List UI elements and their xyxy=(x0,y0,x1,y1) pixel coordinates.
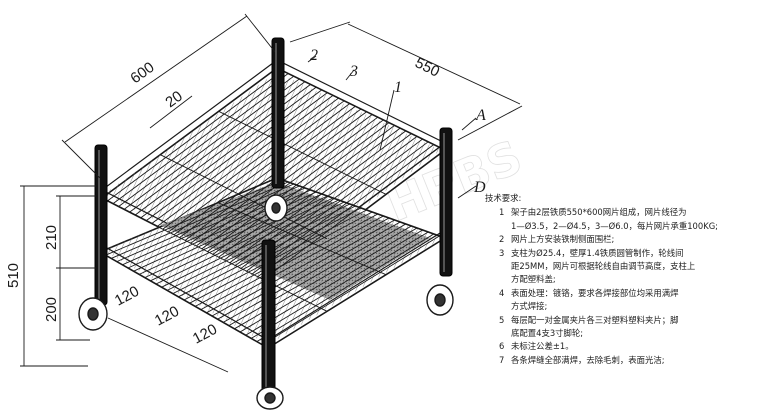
notes-title: 技术要求: xyxy=(485,193,522,203)
note-line: 5 每层配一对金属夹片各三对塑料塑料夹片；脚 xyxy=(485,314,775,327)
note-text: 表面处理：镀铬，要求各焊接部位均采用满焊 xyxy=(511,287,679,298)
bottom-shelf-cross-wires xyxy=(158,202,387,312)
note-line: 3 支柱为Ø25.4，壁厚1.4铁质圆管制作，轮线间 xyxy=(485,247,775,260)
note-line: 2 网片上方安装铁制侧面围栏; xyxy=(485,233,775,246)
dim-200: 200 xyxy=(43,297,60,322)
note-text: 支柱为Ø25.4，壁厚1.4铁质圆管制作，轮线间 xyxy=(511,247,684,258)
caster-front-left xyxy=(78,297,108,331)
note-line: 1—Ø3.5，2—Ø4.5，3—Ø6.0，每片网片承重100KG; xyxy=(485,220,775,233)
note-line: 7 各条焊缝全部满焊，去除毛刺，表面光洁; xyxy=(485,354,775,367)
note-number: 3 xyxy=(499,247,505,258)
posts xyxy=(94,37,453,393)
casters xyxy=(78,194,454,410)
part-label-a: A xyxy=(475,107,486,124)
dim-120-a: 120 xyxy=(112,283,142,310)
post-back-right xyxy=(439,127,453,277)
post-front-right xyxy=(261,239,276,393)
note-line: 方配塑料盖; xyxy=(485,273,775,286)
notes-list: 1 架子由2层铁质550*600网片组成，网片线径为 1—Ø3.5，2—Ø4.5，3… xyxy=(485,206,775,367)
dim-210: 210 xyxy=(43,225,60,250)
note-text: 每层配一对金属夹片各三对塑料塑料夹片；脚 xyxy=(511,314,679,325)
part-label-3: 3 xyxy=(349,63,358,80)
note-text: 架子由2层铁质550*600网片组成，网片线径为 xyxy=(511,207,687,218)
note-line: 距25MM，网片可根据轮线自由调节高度，支柱上 xyxy=(485,260,775,273)
note-number: 7 xyxy=(499,354,505,365)
note-line: 方式焊接; xyxy=(485,300,775,313)
note-line: 1 架子由2层铁质550*600网片组成，网片线径为 xyxy=(485,206,775,219)
note-text: 距25MM，网片可根据轮线自由调节高度，支柱上 xyxy=(511,261,696,272)
note-line: 底配置4支3寸脚轮; xyxy=(485,327,775,340)
part-label-2: 2 xyxy=(310,47,318,64)
note-text: 方配塑料盖; xyxy=(511,274,556,285)
note-text: 网片上方安装铁制侧面围栏; xyxy=(511,234,615,245)
post-front-left xyxy=(94,144,108,306)
note-number: 6 xyxy=(499,341,505,352)
part-label-d: D xyxy=(473,179,486,196)
note-line: 6 未标注公差±1。 xyxy=(485,340,775,353)
caster-front-right xyxy=(256,386,284,410)
dim-550: 550 xyxy=(412,54,442,80)
dim-510: 510 xyxy=(5,263,22,288)
note-text: 底配置4支3寸脚轮; xyxy=(511,328,584,339)
caster-back-left xyxy=(264,194,288,222)
part-label-1: 1 xyxy=(394,79,402,96)
note-number: 1 xyxy=(499,207,505,218)
caster-back-right xyxy=(426,284,454,316)
dim-20: 20 xyxy=(162,88,185,112)
note-line: 4 表面处理：镀铬，要求各焊接部位均采用满焊 xyxy=(485,287,775,300)
technical-notes: 技术要求: 1 架子由2层铁质550*600网片组成，网片线径为 1—Ø3.5，2—… xyxy=(485,192,775,367)
dim-600: 600 xyxy=(127,59,157,87)
dimension-lines xyxy=(20,13,523,373)
dim-120-c: 120 xyxy=(190,321,220,348)
note-number: 2 xyxy=(499,234,505,245)
note-text: 未标注公差±1。 xyxy=(511,341,574,352)
post-back-left xyxy=(271,37,285,189)
note-number: 4 xyxy=(499,287,505,298)
note-text: 方式焊接; xyxy=(511,301,548,312)
note-text: 各条焊缝全部满焊，去除毛刺，表面光洁; xyxy=(511,354,665,365)
note-number: 5 xyxy=(499,314,505,325)
note-text: 1—Ø3.5，2—Ø4.5，3—Ø6.0，每片网片承重100KG; xyxy=(511,220,719,231)
dim-120-b: 120 xyxy=(152,303,182,330)
